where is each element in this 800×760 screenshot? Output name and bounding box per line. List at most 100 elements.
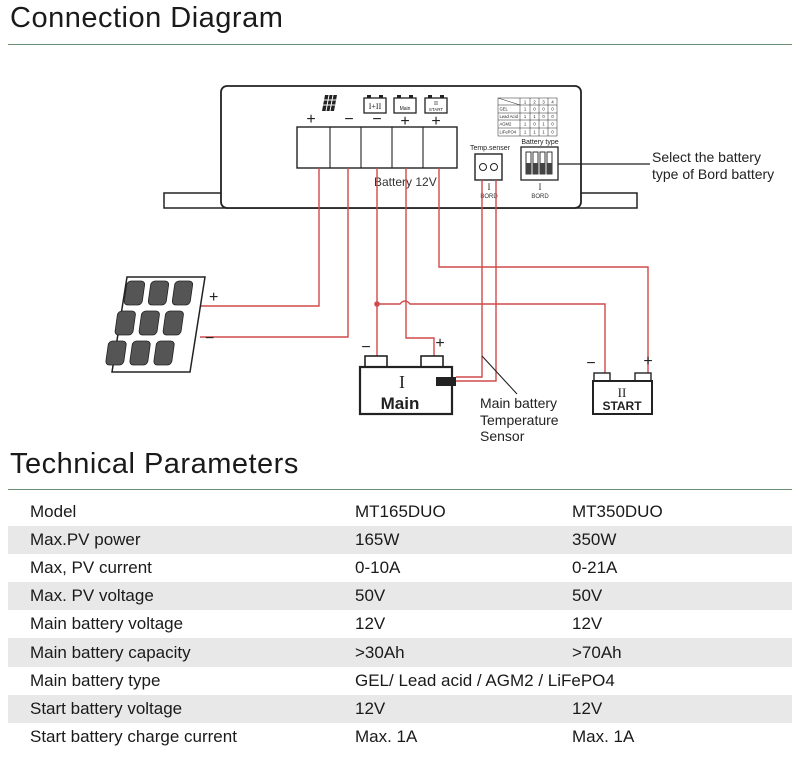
param-label: Main battery type	[30, 670, 161, 690]
sensor-callout-line	[481, 355, 518, 395]
param-value: Max. 1A	[355, 726, 418, 746]
select-callout-line1: Select the battery	[652, 149, 761, 165]
dip-cell: 0	[551, 107, 554, 112]
temp-sensor-roman: I	[488, 182, 491, 192]
param-row: Main battery capacity>30Ah>70Ah	[8, 638, 792, 667]
param-value: MT165DUO	[355, 502, 446, 522]
connection-diagram-title: Connection Diagram	[10, 2, 284, 34]
param-value: >70Ah	[572, 638, 792, 667]
param-value: >30Ah	[355, 638, 572, 667]
param-label: Max, PV current	[30, 558, 152, 578]
sensor-callout-line3: Sensor	[480, 428, 525, 444]
param-value: 12V	[572, 614, 603, 634]
dip-cell: 4	[551, 100, 554, 105]
dip-cell: 1	[524, 100, 527, 105]
param-label: Start battery voltage	[8, 694, 355, 723]
param-value: Max. 1A	[572, 726, 635, 746]
svg-text:START: START	[429, 107, 444, 112]
dip-cell: AGM2	[500, 122, 513, 127]
start-battery-plus: +	[643, 353, 652, 370]
svg-text:I+II: I+II	[369, 102, 382, 111]
wiring	[200, 168, 649, 382]
dip-cell: 1	[533, 114, 536, 119]
dip-cell: 1	[524, 107, 527, 112]
dip-cell: 0	[542, 107, 545, 112]
main-minus-junction	[374, 301, 380, 307]
start-battery-name: START	[602, 399, 642, 413]
param-value: 0-10A	[355, 558, 401, 578]
dip-cell: 1	[524, 122, 527, 127]
start-battery-minus: −	[586, 355, 595, 372]
start-battery-roman: II	[618, 385, 627, 400]
battery-main-icon: Main	[393, 95, 417, 114]
param-label: Main battery voltage	[30, 614, 184, 634]
param-row: Start battery charge current Max. 1A Max. …	[8, 723, 792, 751]
terminal-block	[296, 126, 458, 169]
pv-minus-mark: −	[344, 111, 353, 128]
dip-cell: 0	[551, 122, 554, 127]
param-value: 350W	[572, 526, 792, 555]
svg-text:II: II	[434, 101, 438, 107]
dip-cell: 1	[524, 129, 527, 134]
param-label: Max.PV power	[8, 526, 355, 555]
main-battery	[358, 355, 456, 416]
battery-type-sub: BORD	[531, 194, 549, 200]
param-label: Model	[30, 502, 77, 522]
main-minus-mark: −	[372, 111, 381, 128]
dip-cell: LiFePO4	[500, 129, 517, 134]
dip-cell: 0	[542, 114, 545, 119]
panel-plus-mark: +	[209, 289, 218, 306]
dip-cell: 1	[542, 122, 545, 127]
svg-text:Main: Main	[400, 106, 411, 112]
dip-cell: 1	[524, 114, 527, 119]
dip-cell: 0	[551, 129, 554, 134]
dip-cell: 0	[551, 114, 554, 119]
param-row: Model MT165DUO MT350DUO	[8, 498, 792, 526]
param-label: Start battery charge current	[30, 726, 237, 746]
dip-cell: Lead Acid	[500, 114, 519, 119]
technical-parameters-title: Technical Parameters	[10, 448, 299, 480]
main-battery-name: Main	[381, 394, 420, 413]
param-value: 12V	[572, 694, 792, 723]
dip-cell: 2	[533, 100, 536, 105]
start-battery	[592, 372, 653, 415]
param-label: Max. PV voltage	[8, 582, 355, 611]
dip-table	[497, 97, 558, 137]
dip-cell: GEL	[500, 107, 509, 112]
main-battery-roman: I	[399, 372, 405, 392]
panel-minus-mark: −	[205, 330, 214, 347]
param-value: 50V	[572, 582, 792, 611]
temp-sensor-socket[interactable]	[474, 153, 503, 181]
start-plus-mark: +	[431, 113, 440, 130]
connection-diagram: I+II Main II START + − − + + Battery 12V	[105, 85, 774, 444]
section-rule	[8, 489, 792, 490]
param-row: Max, PV current 0-10A 0-21A	[8, 554, 792, 582]
dip-cell: 0	[533, 122, 536, 127]
temp-sensor-label: Temp.senser	[470, 145, 511, 152]
dip-cell: 1	[542, 129, 545, 134]
battery-i-ii-icon: I+II	[363, 95, 387, 114]
temp-sensor-sub: BORD	[480, 194, 498, 200]
pv-plus-mark: +	[306, 111, 315, 128]
title-rule	[8, 44, 792, 45]
main-battery-plus: +	[435, 335, 444, 352]
param-value: 12V	[355, 694, 572, 723]
dip-cell: 3	[542, 100, 545, 105]
param-value: MT350DUO	[572, 502, 663, 522]
sensor-callout-line2: Temperature	[480, 412, 559, 428]
battery-type-roman: I	[539, 182, 542, 192]
param-value: 0-21A	[572, 558, 618, 578]
battery-type-switch[interactable]	[520, 146, 559, 181]
main-battery-minus: −	[361, 339, 370, 356]
select-callout-line2: type of Bord battery	[652, 166, 774, 182]
battery-type-label: Battery type	[521, 139, 558, 146]
solar-panel-icon	[322, 94, 337, 112]
param-value: 50V	[355, 582, 572, 611]
